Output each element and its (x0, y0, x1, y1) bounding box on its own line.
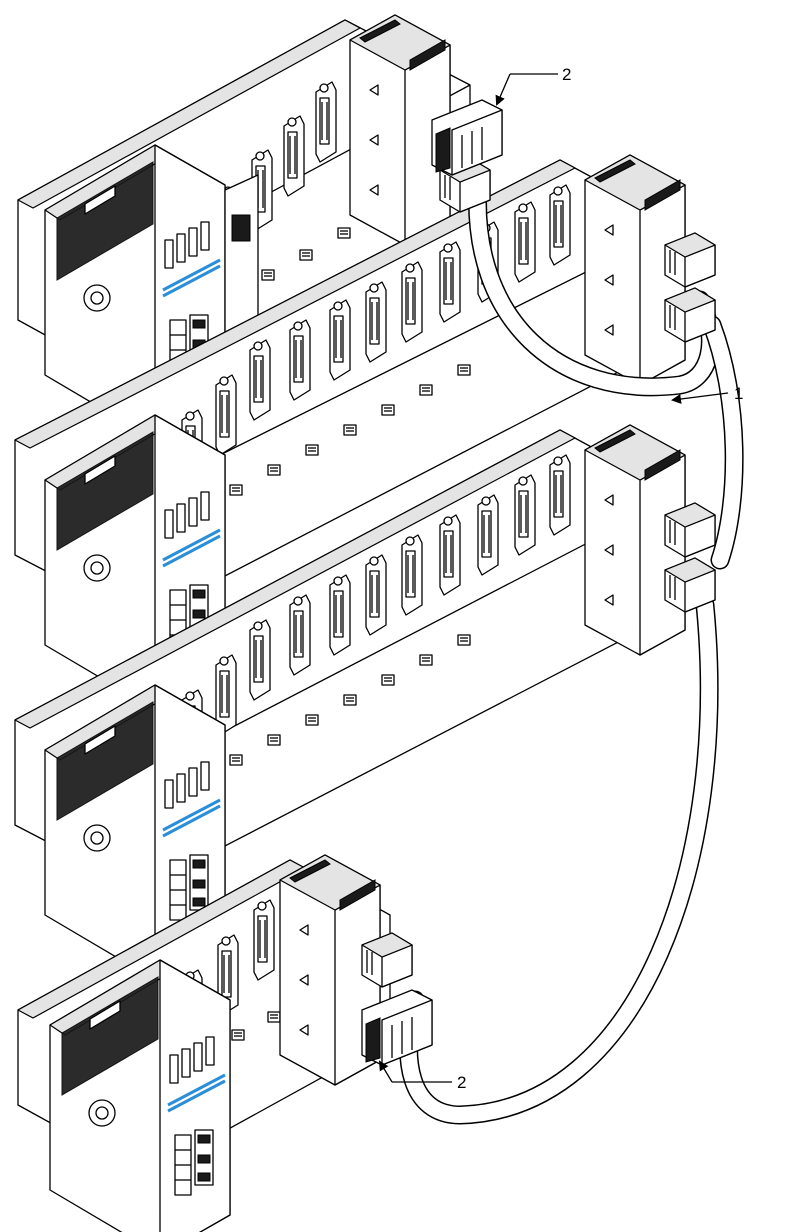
rack-4 (17, 854, 391, 1232)
callout-label-1: 1 (734, 384, 743, 403)
rack-1 (17, 14, 471, 442)
callout-label-2-bottom: 2 (457, 1073, 466, 1092)
rack-3 (14, 424, 686, 982)
callout-terminator-top: 2 (495, 65, 571, 106)
callout-extension-cable: 1 (671, 384, 743, 404)
callout-terminator-bottom: 2 (378, 1060, 466, 1092)
extension-cable (399, 175, 744, 1125)
callout-label-2-top: 2 (562, 65, 571, 84)
rack-2 (14, 154, 686, 712)
